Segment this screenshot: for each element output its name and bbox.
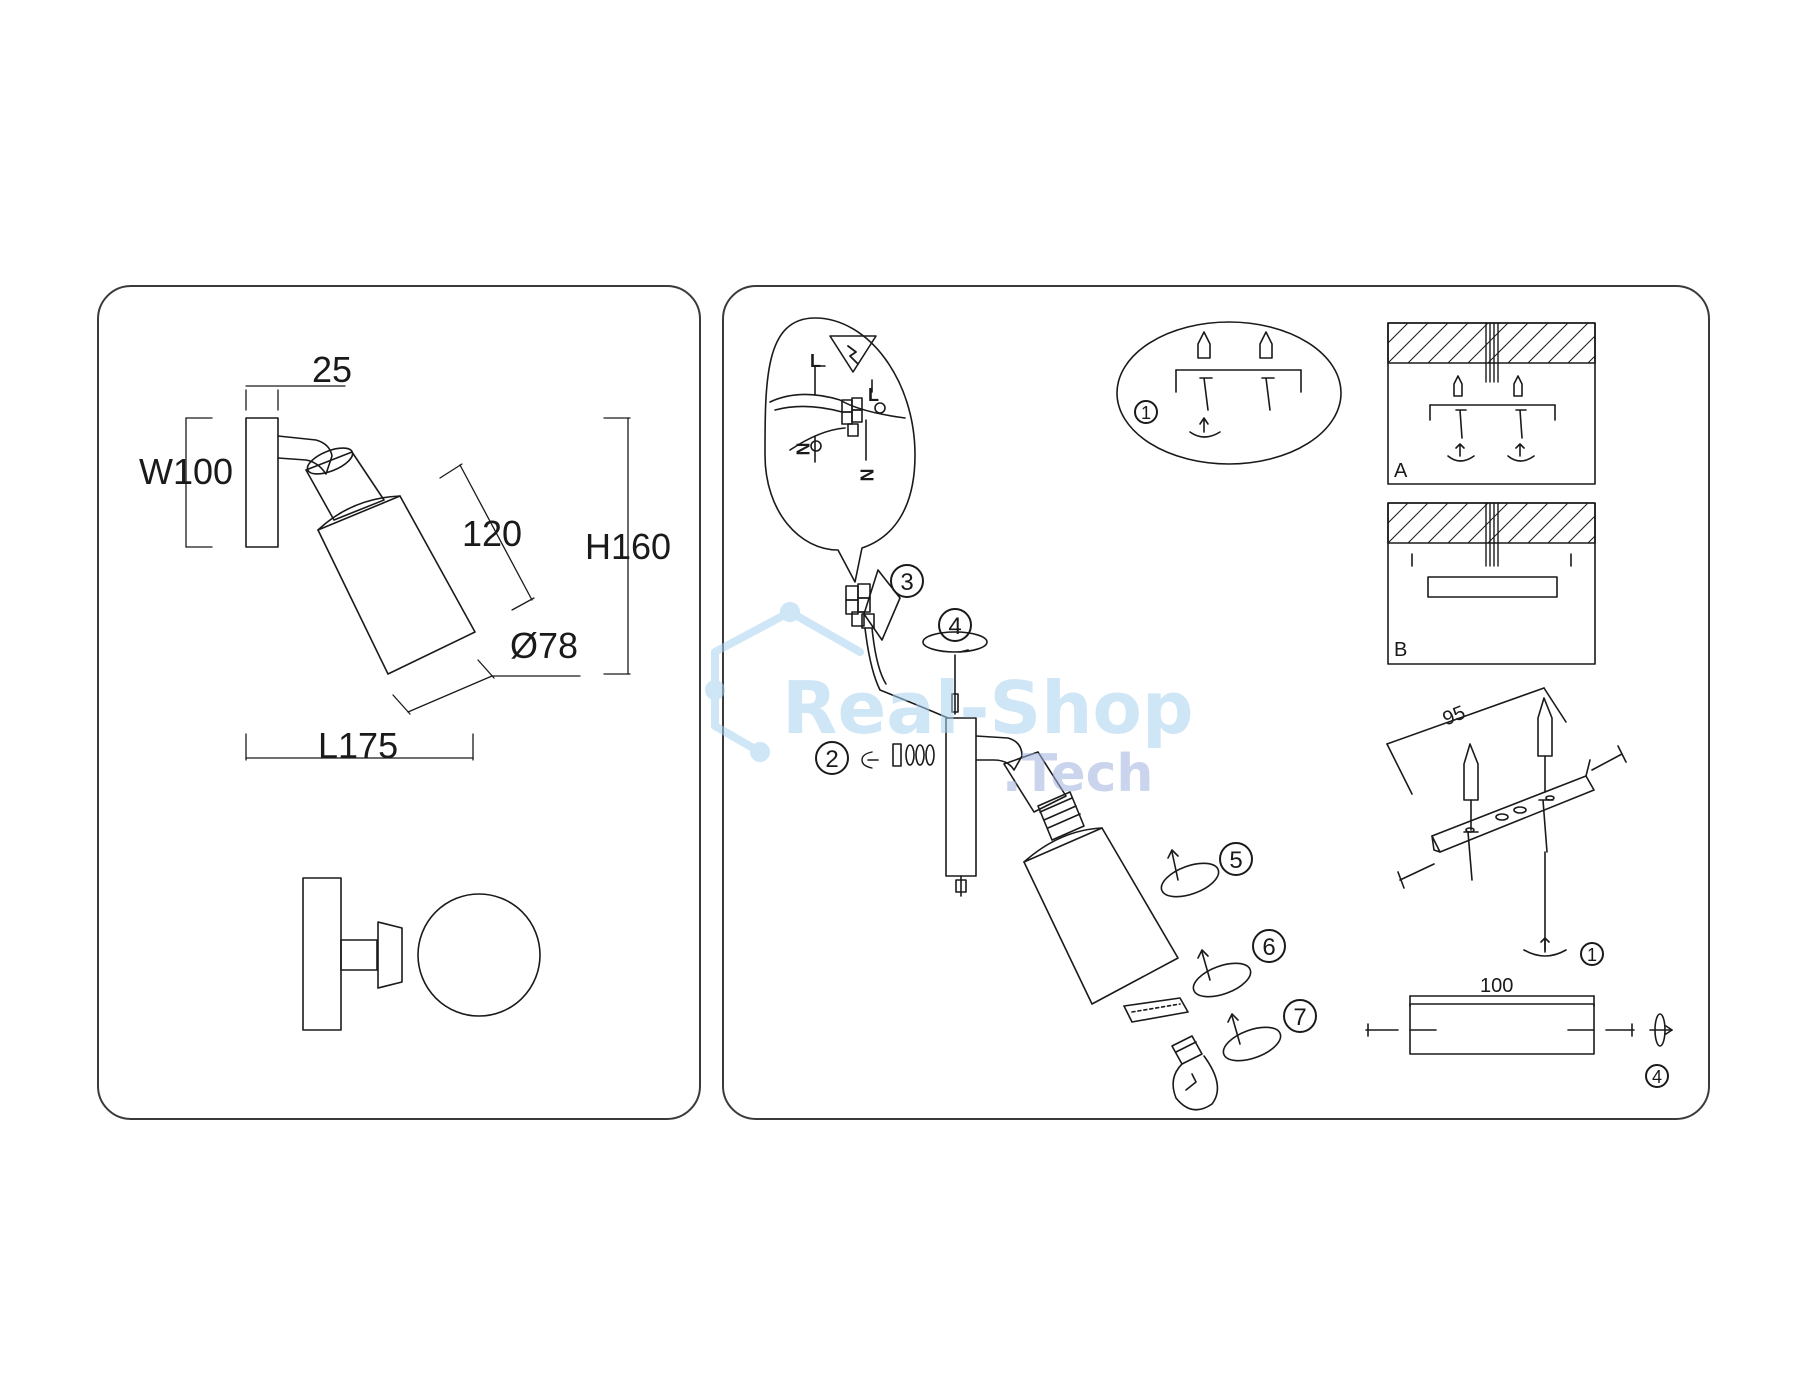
mount-label-b: B: [1394, 639, 1408, 661]
dimension-lines: [185, 385, 631, 761]
step-1-bracket: 1: [1580, 942, 1604, 966]
rotate-arrows-right: [1160, 849, 1282, 1062]
mount-label-a: A: [1394, 460, 1408, 482]
step-4: 4: [938, 608, 972, 642]
wire-label-l2: L: [868, 385, 879, 405]
wiring-detail-bubble: [764, 317, 916, 583]
step-7: 7: [1283, 999, 1317, 1033]
step-3: 3: [890, 564, 924, 598]
watermark-text: Real-Shop: [782, 666, 1194, 750]
bulb-and-ring: [1123, 997, 1219, 1111]
dim-width: W100: [139, 451, 234, 492]
dim-shade-length: 120: [462, 513, 523, 554]
lamp-side-view: [245, 417, 476, 675]
mount-type-a: [1387, 322, 1596, 485]
lamp-assembly: [945, 717, 1179, 1005]
wire-label-n2: N: [856, 468, 877, 482]
step-6: 6: [1252, 929, 1286, 963]
mounting-bracket: [1386, 687, 1627, 957]
dim-length: L175: [318, 725, 399, 766]
screw-mount-oval: [1116, 321, 1342, 465]
wire-label-n1: N: [792, 442, 813, 456]
bracket-front-view: [1365, 995, 1673, 1055]
mount-type-b: [1387, 502, 1596, 665]
wire-label-l1: L: [810, 351, 821, 371]
watermark-subtext: .Tech: [1002, 744, 1154, 804]
step-1-oval: 1: [1134, 400, 1158, 424]
step-2: 2: [815, 741, 849, 775]
dim-height: H160: [585, 526, 672, 567]
step-5: 5: [1219, 842, 1253, 876]
watermark-logo: [705, 602, 864, 762]
lamp-front-view: [302, 877, 541, 1031]
bracket-length: 100: [1480, 975, 1514, 997]
step-4-bracket: 4: [1645, 1064, 1669, 1088]
nut-washers: [861, 743, 935, 769]
dim-diameter: Ø78: [510, 625, 579, 666]
dim-plate-depth: 25: [312, 349, 353, 390]
